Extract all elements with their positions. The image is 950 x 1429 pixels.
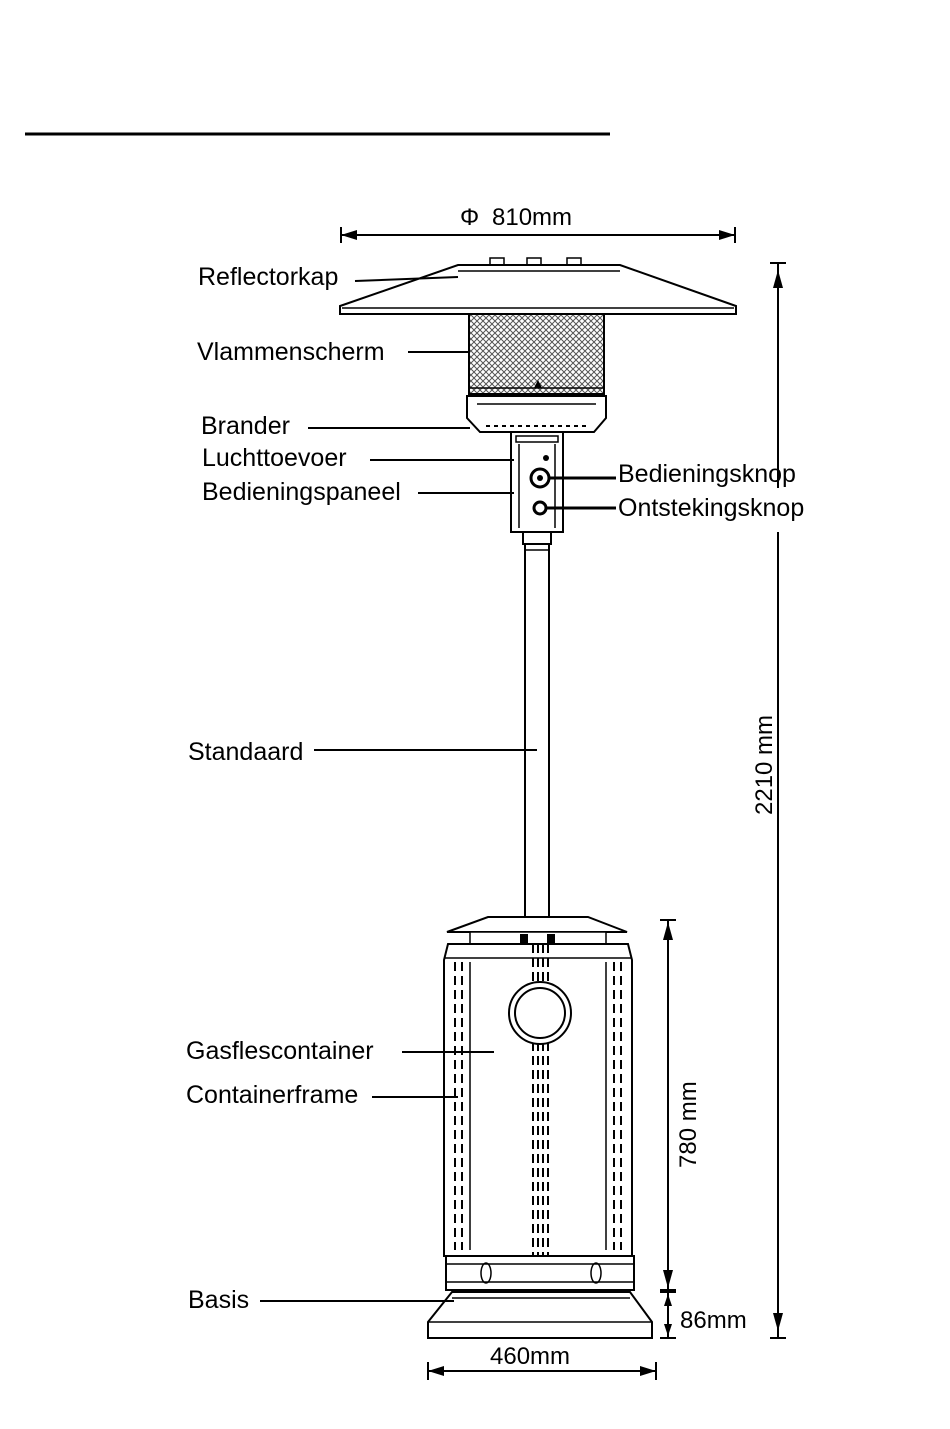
- burner: [467, 396, 606, 432]
- post: [525, 544, 549, 930]
- label-base: Basis: [188, 1286, 249, 1314]
- total-height-value: 2210 mm: [751, 715, 778, 815]
- label-control-panel: Bedieningspaneel: [202, 478, 401, 506]
- label-flame-screen: Vlammenscherm: [197, 338, 385, 366]
- base-width-value: 460mm: [490, 1343, 570, 1370]
- label-burner: Brander: [201, 412, 290, 440]
- base: [428, 1292, 652, 1338]
- container-height-dimension: 780 mm: [660, 920, 702, 1290]
- total-height-dimension: 2210 mm: [751, 263, 786, 1338]
- container-height-value: 780 mm: [675, 1081, 702, 1168]
- base-height-value: 86mm: [680, 1307, 747, 1334]
- gas-container: [444, 917, 634, 1290]
- diameter-symbol: Φ: [460, 204, 479, 231]
- label-post: Standaard: [188, 738, 303, 766]
- label-air-supply: Luchttoevoer: [202, 444, 347, 472]
- label-ignition-knob: Ontstekingsknop: [618, 494, 804, 522]
- reflector-hood: [340, 258, 736, 314]
- label-gas-container: Gasflescontainer: [186, 1037, 374, 1065]
- label-control-knob: Bedieningsknop: [618, 460, 796, 488]
- top-diameter-dimension: Φ 810mm: [341, 204, 735, 243]
- label-reflector: Reflectorkap: [198, 263, 338, 291]
- base-width-dimension: 460mm: [428, 1343, 656, 1380]
- control-housing: [511, 432, 563, 544]
- flame-screen: [469, 314, 604, 394]
- label-container-frame: Containerframe: [186, 1081, 358, 1109]
- top-diameter-value: 810mm: [492, 204, 572, 231]
- base-height-dimension: 86mm: [660, 1292, 747, 1338]
